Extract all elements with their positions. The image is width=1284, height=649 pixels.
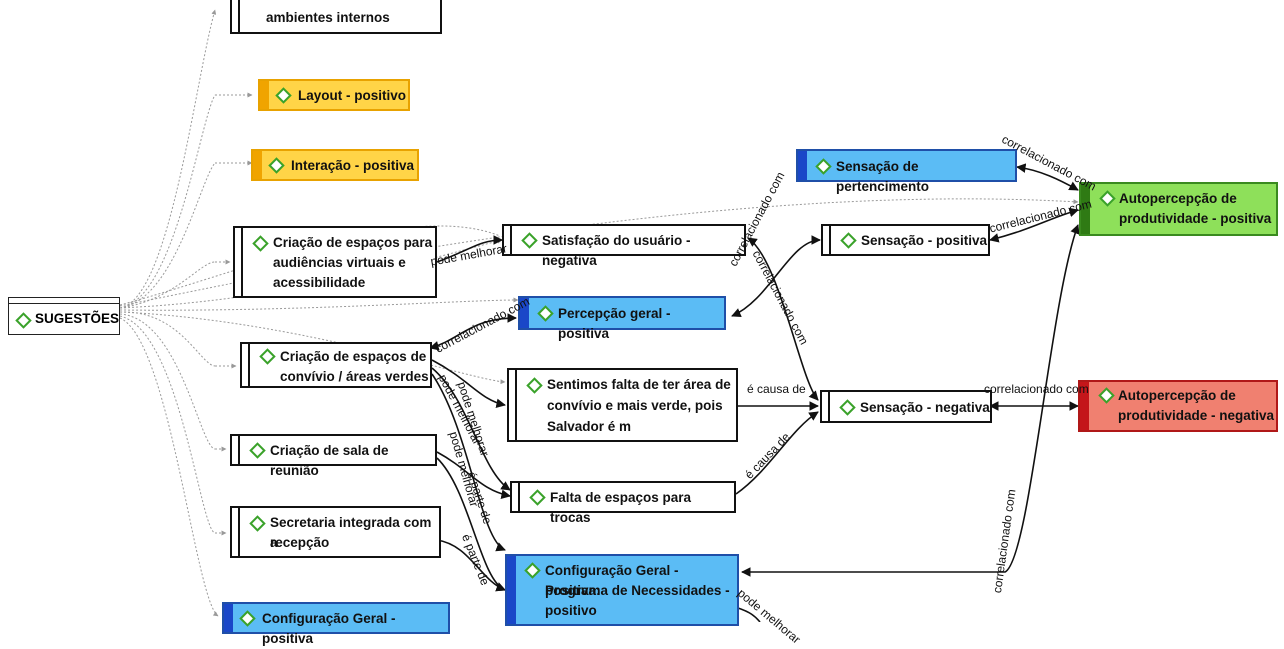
node-bar xyxy=(829,226,831,254)
node-label-line-2: convívio e mais verde, pois xyxy=(547,398,723,413)
node-percepcao-geral[interactable]: Percepção geral - positiva xyxy=(518,296,726,341)
node-label-line-2: recepção xyxy=(270,535,330,550)
node-satisfacao-usuario[interactable]: Satisfação do usuário - negativa xyxy=(502,224,746,268)
node-label: Criação de sala de reunião xyxy=(270,443,389,478)
node-configuracao-programa[interactable]: Configuração Geral - positiva: Programa … xyxy=(505,554,739,626)
code-diamond-icon xyxy=(839,399,856,416)
code-diamond-icon xyxy=(526,377,543,394)
node-bar xyxy=(238,436,240,464)
node-secretaria-integrada[interactable]: Secretaria integrada com a recepção xyxy=(230,506,441,558)
code-diamond-icon xyxy=(249,515,266,532)
code-diamond-icon xyxy=(268,157,285,174)
link-label-e-causa-de: é causa de xyxy=(747,382,806,396)
node-label: Percepção geral - positiva xyxy=(558,306,671,341)
node-bar xyxy=(260,81,269,109)
node-label-line-2: audiências virtuais e xyxy=(273,255,406,270)
node-bar xyxy=(798,151,807,180)
node-bar xyxy=(224,604,233,632)
node-label: Layout - positivo xyxy=(298,88,406,103)
node-label: Configuração Geral - positiva xyxy=(262,611,396,646)
node-label-line-2: convívio / áreas verdes xyxy=(280,369,429,384)
node-criacao-espacos-convivio[interactable]: Criação de espaços de convívio / áreas v… xyxy=(240,342,432,388)
link-label-correlacionado-com: correlacionado com xyxy=(984,382,1089,396)
code-diamond-icon xyxy=(840,232,857,249)
code-diamond-icon xyxy=(15,312,32,329)
code-diamond-icon xyxy=(815,158,832,175)
node-configuracao-geral-positiva[interactable]: Configuração Geral - positiva xyxy=(222,602,450,646)
code-diamond-icon xyxy=(524,562,541,579)
code-diamond-icon xyxy=(259,348,276,365)
node-bar xyxy=(238,0,240,32)
node-interacao-positiva[interactable]: Interação - positiva xyxy=(251,149,419,181)
node-label-line-2: Programa de Necessidades - xyxy=(545,583,730,598)
node-sensacao-positiva[interactable]: Sensação - positiva xyxy=(821,224,990,256)
code-diamond-icon xyxy=(537,305,554,322)
node-label: Satisfação do usuário - negativa xyxy=(542,233,691,268)
node-label-line-1: Criação de espaços de xyxy=(280,349,427,364)
node-label-line-2: produtividade - positiva xyxy=(1119,211,1272,226)
node-label-line-3: positivo xyxy=(545,603,597,618)
code-diamond-icon xyxy=(1098,387,1115,404)
node-label-line-1: Sentimos falta de ter área de xyxy=(547,377,731,392)
node-label-line-3: Salvador é m xyxy=(547,419,632,434)
code-diamond-icon xyxy=(252,235,269,252)
root-node-label: SUGESTÕES xyxy=(35,311,120,326)
code-diamond-icon xyxy=(275,87,292,104)
code-diamond-icon xyxy=(249,442,266,459)
node-label: Interação - positiva xyxy=(291,158,415,173)
node-bar xyxy=(518,483,520,511)
code-diamond-icon xyxy=(1099,190,1116,207)
node-autopercepcao-positiva[interactable]: Autopercepção de produtividade - positiv… xyxy=(1079,182,1278,236)
node-falta-espacos-trocas[interactable]: Falta de espaços para trocas xyxy=(510,481,736,525)
node-sensacao-negativa[interactable]: Sensação - negativa xyxy=(820,390,992,423)
node-sentimos-falta[interactable]: Sentimos falta de ter área de convívio e… xyxy=(507,368,738,442)
node-label: Falta de espaços para trocas xyxy=(550,490,692,525)
node-bar xyxy=(510,226,512,254)
node-criacao-espacos-audiencias[interactable]: Criação de espaços para audiências virtu… xyxy=(233,226,437,298)
node-bar xyxy=(1081,184,1090,234)
node-bar xyxy=(248,344,250,386)
node-layout-positivo[interactable]: Layout - positivo xyxy=(258,79,410,111)
node-bar xyxy=(238,508,240,556)
node-bar xyxy=(515,370,517,440)
links-layer xyxy=(119,9,1080,622)
node-sensacao-pertencimento[interactable]: Sensação de pertencimento xyxy=(796,149,1017,194)
node-ambientes-internos[interactable]: ambientes internos xyxy=(230,0,442,34)
node-bar xyxy=(507,556,516,624)
node-bar xyxy=(828,392,830,421)
node-bar xyxy=(1080,382,1089,430)
node-label: Sensação de pertencimento xyxy=(836,159,930,194)
root-node-tab xyxy=(9,298,119,304)
root-node-sugestoes[interactable]: SUGESTÕES xyxy=(8,297,120,335)
node-label-line-1: Autopercepção de xyxy=(1119,191,1237,206)
node-label-line-1: Configuração Geral - positiva: xyxy=(545,563,679,598)
node-label: Sensação - negativa xyxy=(860,400,990,415)
node-bar xyxy=(520,298,529,328)
relation-links xyxy=(429,163,1080,622)
node-autopercepcao-negativa[interactable]: Autopercepção de produtividade - negativ… xyxy=(1078,380,1278,432)
node-criacao-sala-reuniao[interactable]: Criação de sala de reunião xyxy=(230,434,437,478)
code-diamond-icon xyxy=(529,489,546,506)
node-bar xyxy=(241,228,243,296)
node-label-line-1: Autopercepção de xyxy=(1118,388,1236,403)
node-bar xyxy=(253,151,262,179)
code-diamond-icon xyxy=(521,232,538,249)
code-diamond-icon xyxy=(239,610,256,627)
node-label-line-2: produtividade - negativa xyxy=(1118,408,1275,423)
node-label: Sensação - positiva xyxy=(861,233,988,248)
node-label-line-1: Secretaria integrada com a xyxy=(270,515,432,550)
node-label: ambientes internos xyxy=(266,10,390,25)
node-label-line-3: acessibilidade xyxy=(273,275,366,290)
node-label-line-1: Criação de espaços para xyxy=(273,235,433,250)
